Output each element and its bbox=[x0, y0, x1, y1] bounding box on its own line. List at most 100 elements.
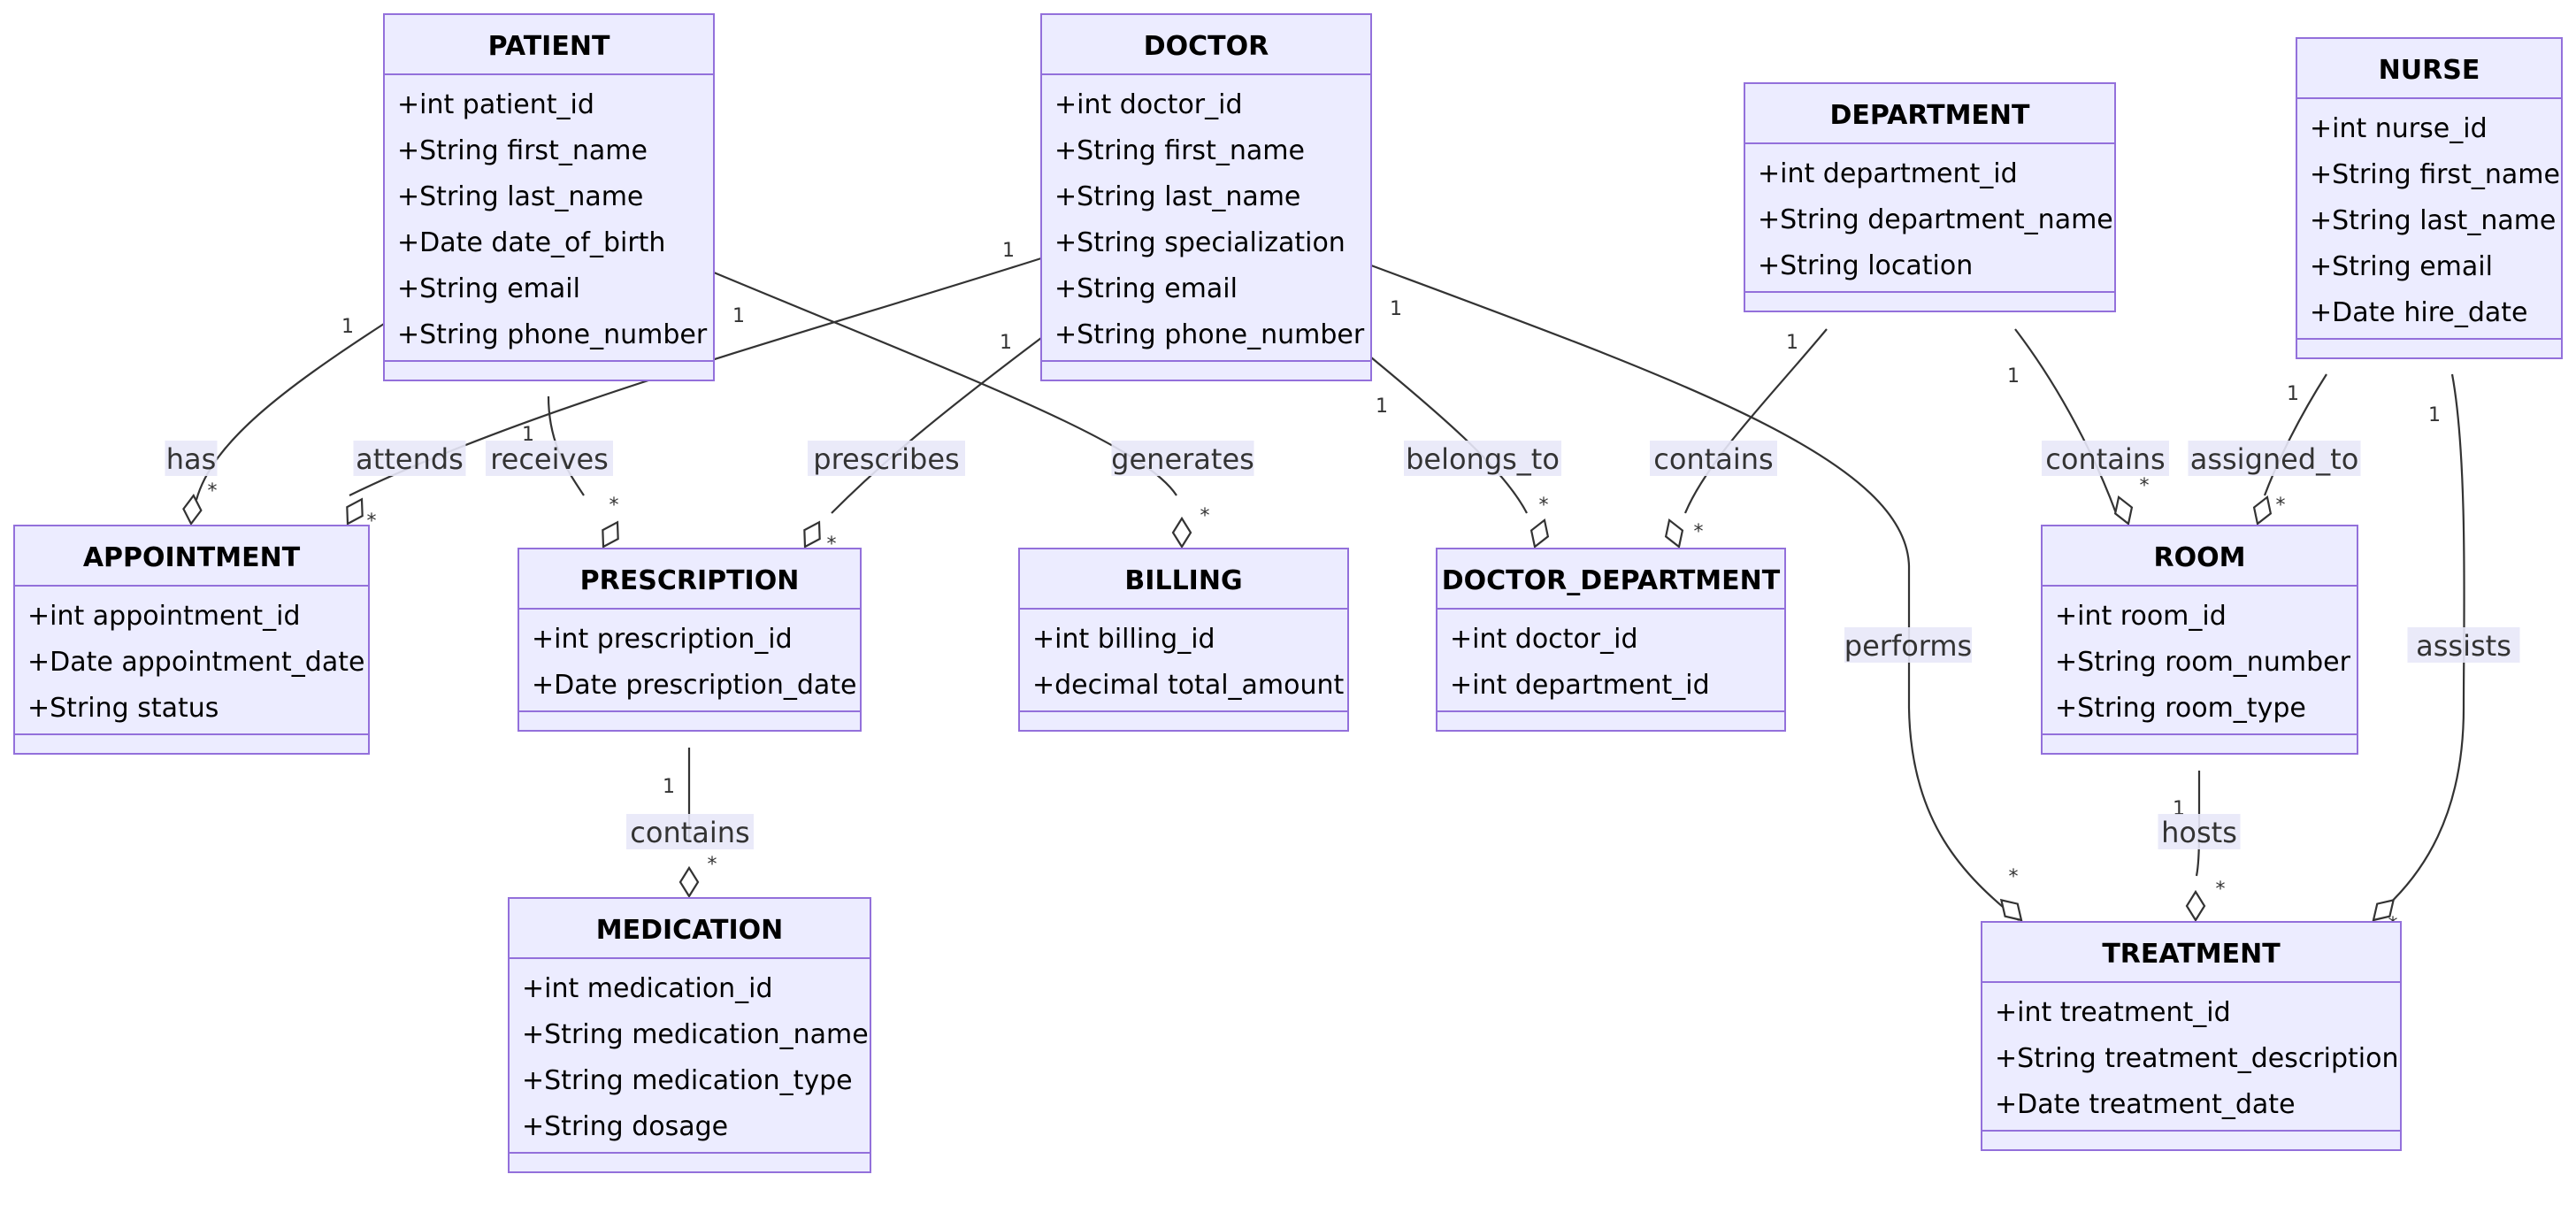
from-cardinality: 1 bbox=[1376, 395, 1388, 418]
class-medication: MEDICATION +int medication_id +String medi… bbox=[508, 897, 871, 1173]
class-billing: BILLING+int billing_id+decimal total_amo… bbox=[1018, 548, 1349, 732]
class-title: ROOM bbox=[2154, 542, 2246, 573]
label-background bbox=[2407, 627, 2520, 663]
class-attribute: +String email bbox=[2310, 251, 2493, 282]
from-cardinality: 1 bbox=[732, 305, 745, 327]
class-attribute: +String medication_type bbox=[522, 1065, 853, 1096]
relationship-room-contains: 1* bbox=[2007, 328, 2150, 526]
relationship-label: prescribes bbox=[813, 442, 959, 476]
relationship-label: has bbox=[166, 442, 217, 476]
relationship-label: attends bbox=[356, 442, 464, 476]
aggregation-diamond bbox=[1664, 518, 1684, 549]
relationship-line bbox=[831, 337, 1042, 514]
relationship-prescribes: 1* bbox=[803, 332, 1042, 556]
class-patient: PATIENT+int patient_id+String first_name… bbox=[383, 13, 715, 381]
class-attribute: +int department_id bbox=[1758, 158, 2018, 189]
class-box bbox=[13, 525, 370, 755]
aggregation-diamond bbox=[1530, 518, 1550, 549]
class-attribute: +int doctor_id bbox=[1054, 89, 1243, 120]
class-box bbox=[508, 897, 871, 1173]
label-background bbox=[1650, 441, 1777, 476]
class-attribute: +String email bbox=[1054, 273, 1238, 304]
class-attribute: +String location bbox=[1758, 250, 1973, 281]
class-title: BILLING bbox=[1124, 565, 1242, 596]
aggregation-diamond bbox=[2185, 889, 2206, 923]
class-attribute: +String last_name bbox=[397, 181, 643, 212]
class-treatment: TREATMENT+int treatment_id+String treatm… bbox=[1981, 921, 2402, 1151]
to-cardinality: * bbox=[2009, 866, 2019, 888]
relationship-dept-contains: 1* bbox=[1664, 328, 1828, 549]
class-attribute: +String first_name bbox=[2310, 159, 2560, 190]
from-cardinality: 1 bbox=[2007, 365, 2020, 388]
class-attribute: +int patient_id bbox=[397, 89, 594, 120]
relationship-label: belongs_to bbox=[1406, 442, 1560, 476]
class-title: MEDICATION bbox=[596, 915, 784, 946]
relationship-label-generates: generates bbox=[1111, 441, 1254, 476]
class-attribute: +String medication_name bbox=[522, 1019, 869, 1050]
relationship-label-attends: attends bbox=[353, 441, 466, 476]
class-doctor: DOCTOR+int doctor_id+String first_name+S… bbox=[1040, 13, 1372, 381]
to-cardinality: * bbox=[208, 480, 218, 503]
to-cardinality: * bbox=[708, 854, 717, 876]
relationship-label: assigned_to bbox=[2190, 442, 2359, 476]
class-title: DOCTOR_DEPARTMENT bbox=[1442, 565, 1781, 596]
relationship-label: generates bbox=[1111, 442, 1254, 476]
relationship-has: 1* bbox=[182, 316, 385, 526]
to-cardinality: * bbox=[367, 510, 377, 533]
class-box bbox=[518, 548, 862, 732]
relationship-label: contains bbox=[630, 816, 749, 849]
relationship-label: contains bbox=[1653, 442, 1773, 476]
aggregation-diamond bbox=[678, 865, 700, 899]
relationship-label-hosts: hosts bbox=[2158, 814, 2241, 849]
label-background bbox=[2188, 441, 2361, 476]
class-attribute: +String phone_number bbox=[1054, 319, 1365, 350]
class-attribute: +int room_id bbox=[2055, 601, 2227, 632]
relationship-label-performs: performs bbox=[1844, 627, 1972, 663]
class-attribute: +decimal total_amount bbox=[1032, 670, 1345, 701]
class-nurse: NURSE+int nurse_id+String first_name+Str… bbox=[2296, 37, 2563, 359]
from-cardinality: 1 bbox=[2287, 383, 2299, 405]
class-attribute: +String department_name bbox=[1758, 204, 2113, 235]
to-cardinality: * bbox=[1694, 521, 1704, 543]
class-title: DEPARTMENT bbox=[1830, 100, 2031, 131]
relationship-label-med-contains: contains bbox=[626, 814, 754, 849]
relationship-label-receives: receives bbox=[486, 441, 613, 476]
from-cardinality: 1 bbox=[663, 776, 675, 798]
relationship-line bbox=[1370, 264, 2020, 921]
aggregation-diamond bbox=[2252, 495, 2273, 526]
label-background bbox=[165, 441, 218, 476]
to-cardinality: * bbox=[2140, 475, 2150, 497]
relationship-line bbox=[2374, 373, 2465, 917]
class-box bbox=[1018, 548, 1349, 732]
relationship-label-has: has bbox=[165, 441, 218, 476]
class-attribute: +int nurse_id bbox=[2310, 113, 2488, 144]
relationship-label-assigned-to: assigned_to bbox=[2188, 441, 2361, 476]
class-department: DEPARTMENT +int department_id +String depa… bbox=[1744, 82, 2116, 312]
class-attribute: +int medication_id bbox=[522, 973, 773, 1004]
class-attribute: +Date appointment_date bbox=[27, 647, 364, 678]
relationship-label-prescribes: prescribes bbox=[808, 441, 965, 476]
class-attribute: +int treatment_id bbox=[1995, 997, 2231, 1028]
relationship-line bbox=[2263, 373, 2327, 496]
relationship-line bbox=[195, 323, 385, 501]
class-box bbox=[1744, 82, 2116, 312]
class-attribute: +Date treatment_date bbox=[1995, 1089, 2296, 1120]
relationship-label: performs bbox=[1844, 629, 1972, 663]
relationship-line bbox=[2014, 328, 2118, 514]
relationship-performs: 1* bbox=[1370, 264, 2023, 922]
to-cardinality: * bbox=[1200, 505, 1210, 527]
aggregation-diamond bbox=[182, 494, 203, 526]
relationship-assigned-to: 1* bbox=[2252, 373, 2327, 526]
relationship-assists: 1* bbox=[2372, 373, 2465, 936]
aggregation-diamond bbox=[803, 520, 821, 549]
class-attribute: +int doctor_id bbox=[1450, 624, 1638, 655]
class-attribute: +String first_name bbox=[1054, 135, 1305, 166]
relationship-label-dept-contains: contains bbox=[1650, 441, 1777, 476]
label-background bbox=[2042, 441, 2169, 476]
relationship-label-belongs-to: belongs_to bbox=[1404, 441, 1561, 476]
class-attribute: +String status bbox=[27, 693, 218, 724]
class-box bbox=[2041, 525, 2358, 755]
to-cardinality: * bbox=[2216, 879, 2226, 901]
relationship-label: contains bbox=[2045, 442, 2165, 476]
class-box bbox=[1981, 921, 2402, 1151]
